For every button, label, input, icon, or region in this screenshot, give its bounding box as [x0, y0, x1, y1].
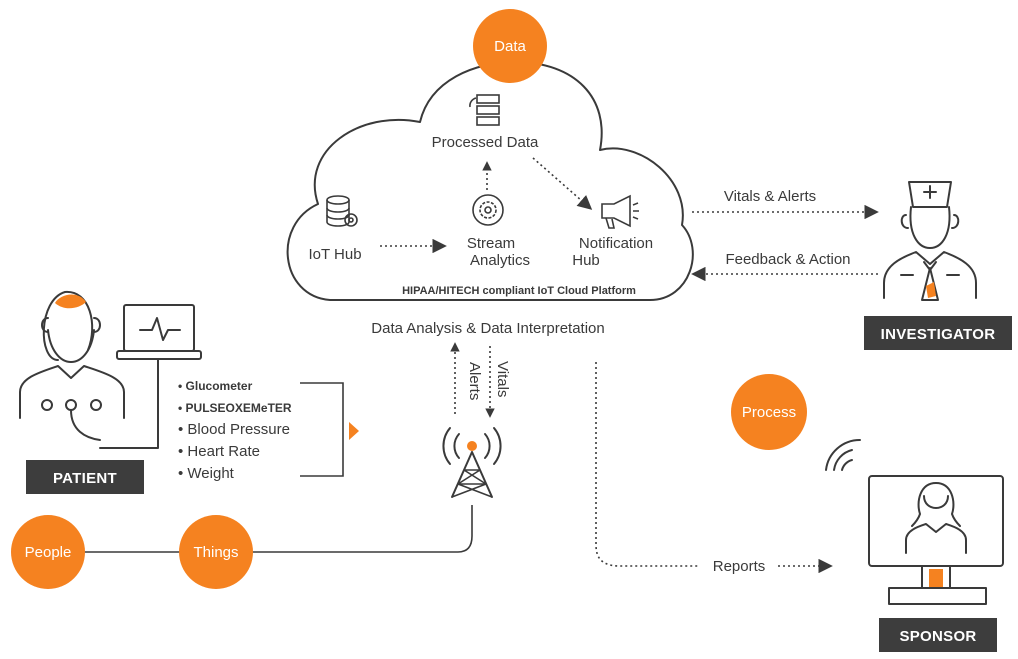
things-circle	[179, 515, 253, 589]
database-gear-icon	[326, 195, 358, 227]
sponsor-badge-text: SPONSOR	[899, 628, 976, 645]
feedback-action-label: Feedback & Action	[725, 251, 850, 268]
cloud-caption: Data Analysis & Data Interpretation	[371, 320, 604, 337]
monitor-sponsor-icon	[868, 475, 1004, 605]
wifi-signal-icon	[825, 438, 861, 471]
device-item-pulseoxemeter: • PULSEOXEMeTER	[178, 401, 292, 415]
device-item-blood-pressure: • Blood Pressure	[178, 421, 290, 438]
device-item-heart-rate: • Heart Rate	[178, 443, 260, 460]
investigator-badge	[864, 316, 1012, 350]
people-circle-label: People	[25, 544, 72, 561]
iot-hub-label: IoT Hub	[308, 246, 361, 263]
nurse-icon	[883, 181, 977, 301]
patient-icon	[19, 290, 125, 441]
platform-note: HIPAA/HITECH compliant IoT Cloud Platfor…	[402, 285, 636, 297]
things-circle-label: Things	[193, 544, 238, 561]
vitals-label: Vitals	[494, 361, 511, 397]
data-circle-label: Data	[494, 38, 526, 55]
cell-tower-icon	[442, 427, 502, 498]
patient-badge	[26, 460, 144, 494]
reports-arrow	[595, 362, 700, 567]
laptop-heartbeat-icon	[99, 304, 202, 449]
device-item-weight: • Weight	[178, 465, 235, 482]
notification-hub-label-2: Hub	[572, 252, 600, 269]
bracket-pointer-icon	[349, 422, 359, 440]
process-circle-label: Process	[742, 404, 796, 421]
device-bracket	[300, 382, 344, 477]
processed-data-label: Processed Data	[432, 134, 539, 151]
data-circle	[473, 9, 547, 83]
megaphone-icon	[601, 194, 639, 229]
stream-analytics-label-2: Analytics	[470, 252, 530, 269]
patient-badge-text: PATIENT	[53, 470, 117, 487]
processed-to-notification-arrow	[532, 157, 593, 210]
notification-hub-label-1: Notification	[579, 235, 653, 252]
things-to-tower-line	[60, 505, 473, 553]
investigator-badge-text: INVESTIGATOR	[881, 326, 996, 343]
reports-label: Reports	[713, 558, 766, 575]
sponsor-badge	[879, 618, 997, 652]
device-list: • Glucometer • PULSEOXEMeTER • Blood Pre…	[178, 379, 292, 482]
stream-analytics-label-1: Stream	[467, 235, 515, 252]
vitals-alerts-label: Vitals & Alerts	[724, 188, 816, 205]
stacked-data-icon	[469, 94, 500, 126]
gear-cycle-icon	[472, 194, 504, 226]
process-circle	[731, 374, 807, 450]
alerts-label: Alerts	[466, 362, 483, 400]
device-item-glucometer: • Glucometer	[178, 379, 253, 393]
people-circle	[11, 515, 85, 589]
